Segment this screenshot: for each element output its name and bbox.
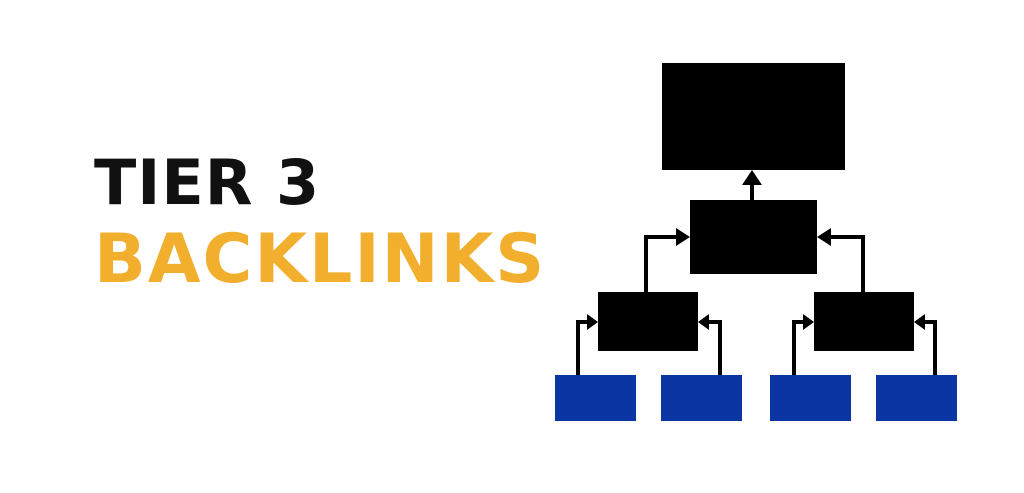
connector-right-to-tier1 [828, 235, 865, 292]
connector-b2-to-left [706, 320, 722, 375]
arrow-right-icon [676, 228, 690, 246]
arrow-right-icon [803, 314, 814, 330]
arrow-left-icon [914, 314, 925, 330]
connector-b3-to-right [792, 320, 806, 375]
title-line-backlinks: BACKLINKS [94, 220, 547, 299]
connector-b1-to-left [576, 320, 590, 375]
backlink-box-3 [770, 375, 851, 421]
tier1-box [690, 200, 817, 274]
title-line-tier: TIER 3 [94, 146, 321, 219]
arrow-up-icon [742, 170, 762, 185]
arrow-left-icon [698, 314, 709, 330]
arrowheads [587, 170, 925, 330]
connector-b4-to-right [922, 320, 937, 375]
page-title: TIER 3 BACKLINKS [94, 152, 546, 294]
connectors [576, 183, 937, 375]
connector-left-to-tier1 [644, 235, 678, 292]
target-box [662, 63, 845, 170]
backlink-box-1 [555, 375, 636, 421]
arrow-left-icon [817, 228, 831, 246]
backlink-box-2 [661, 375, 742, 421]
tier2-box-right [814, 292, 914, 351]
backlink-box-4 [876, 375, 957, 421]
tier2-box-left [598, 292, 698, 351]
arrow-right-icon [587, 314, 598, 330]
